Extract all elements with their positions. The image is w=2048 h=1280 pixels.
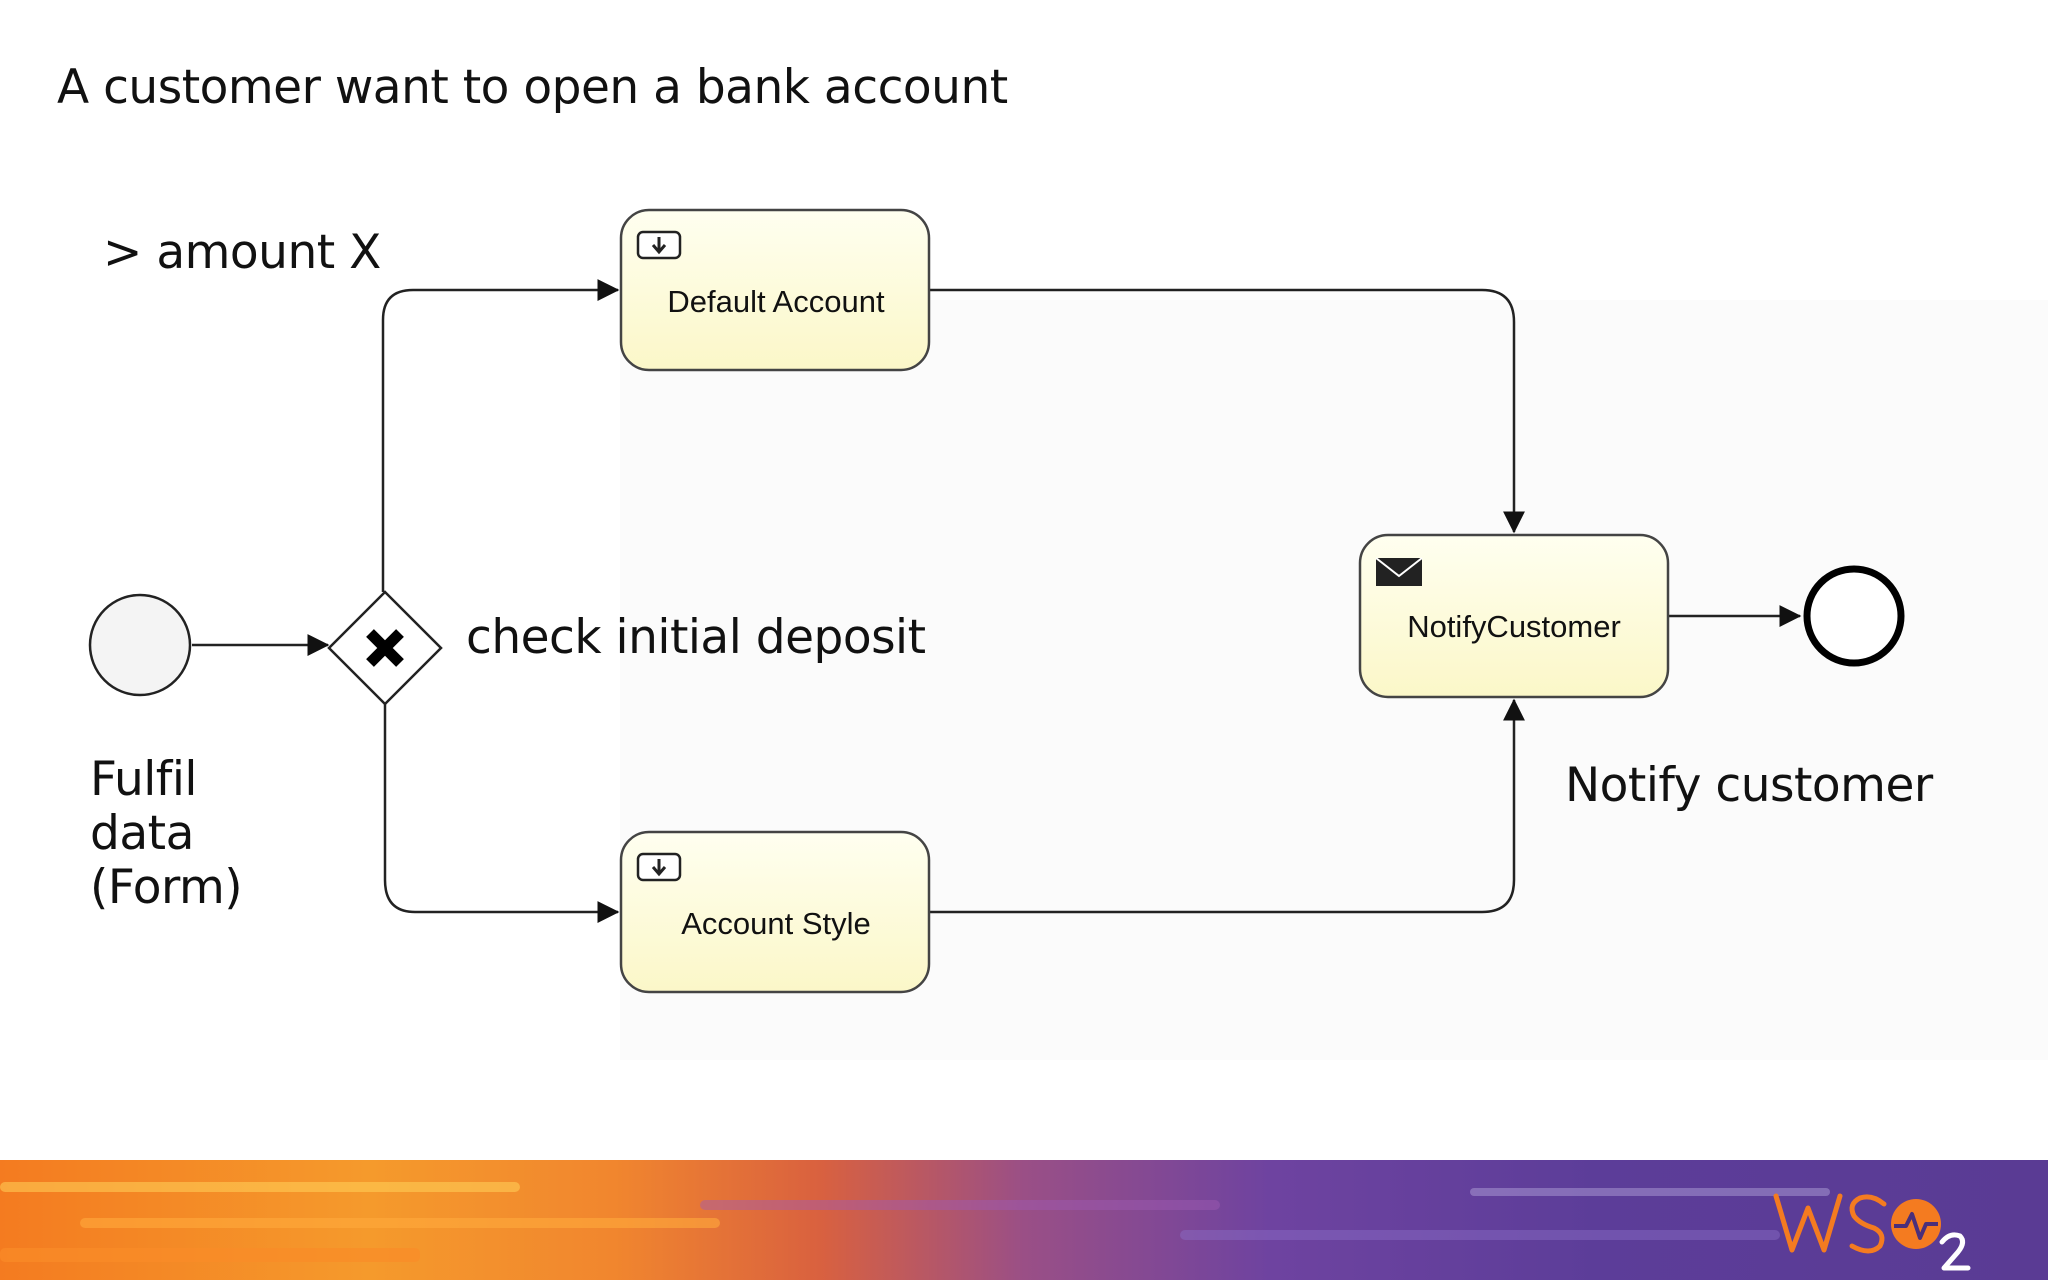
annotation-start-line1: Fulfil [90,752,197,807]
footer-streak [80,1218,720,1228]
service-task-icon [636,852,682,882]
task-notify-customer[interactable]: NotifyCustomer [1358,533,1670,699]
footer-streak [0,1248,420,1262]
slide-title: A customer want to open a bank account [57,60,1008,115]
start-event[interactable] [88,593,192,697]
exclusive-gateway[interactable] [327,590,443,706]
footer-streak [0,1182,520,1192]
task-default-account[interactable]: Default Account [619,208,931,372]
task-label-default-account: Default Account [667,284,885,319]
flow-default-account-to-notify [930,288,1525,534]
footer-streak [1470,1188,1830,1196]
footer-streak [1180,1230,1780,1240]
end-event[interactable] [1803,565,1905,667]
envelope-icon [1375,557,1423,586]
annotation-gateway: check initial deposit [466,610,926,665]
annotation-notify: Notify customer [1565,758,1933,813]
task-label-account-style: Account Style [681,906,871,941]
flow-gateway-to-account-style [383,702,620,923]
flow-gateway-to-default-account [381,279,620,592]
task-label-notify-customer: NotifyCustomer [1407,609,1621,644]
annotation-start-line2: data [90,806,194,861]
task-account-style[interactable]: Account Style [619,830,931,994]
footer-streak [700,1200,1220,1210]
wso2-logo [1773,1193,1971,1271]
service-task-icon [636,230,682,260]
annotation-amount: > amount X [103,225,381,280]
annotation-start-line3: (Form) [90,860,243,915]
x-marker-icon [366,629,404,667]
bpmn-diagram: Default Account Account Style NotifyCust… [88,208,1905,994]
flow-account-style-to-notify [930,698,1525,914]
footer-band [0,1160,2048,1280]
